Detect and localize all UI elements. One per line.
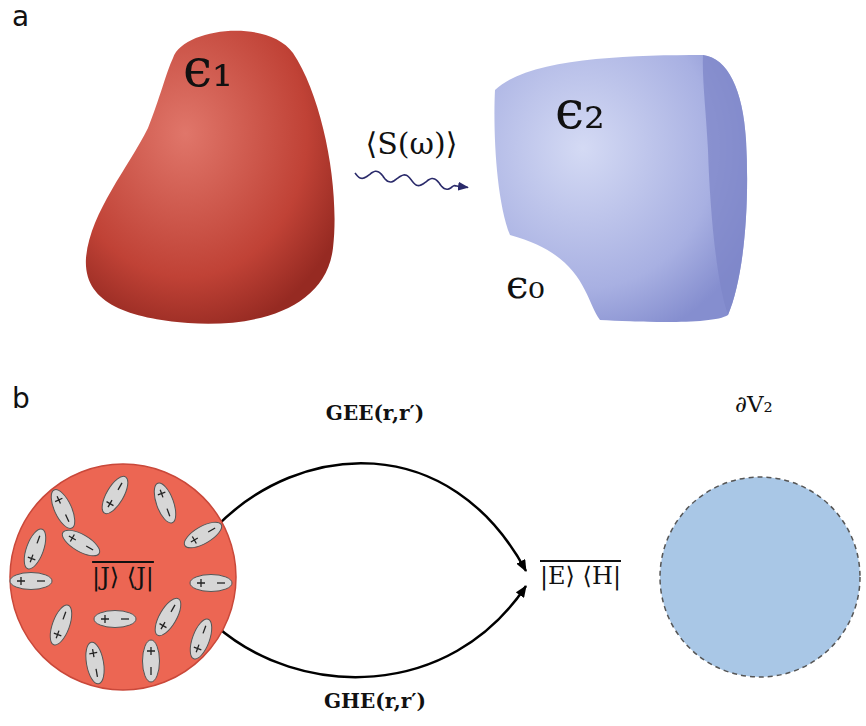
dipole <box>59 525 104 561</box>
dipole <box>181 517 226 553</box>
dipole <box>190 575 232 592</box>
blob-end-face <box>703 55 747 315</box>
dipole <box>143 640 160 682</box>
source-volume: |J⟩ ⟨J| <box>8 462 238 692</box>
node-outline <box>8 462 238 692</box>
dielectric-body: ϵ₂ <box>488 50 753 325</box>
wavy-arrow <box>355 171 468 189</box>
source-circle <box>10 464 236 690</box>
dipole <box>186 616 216 661</box>
target-circle <box>660 477 860 677</box>
node-text: ϵ₂ <box>555 82 605 139</box>
medium-symbol: ϵ₀ <box>506 262 544 306</box>
green-function-arrow <box>215 463 526 571</box>
panel-letter: b <box>12 384 30 415</box>
dipole <box>150 480 180 525</box>
node-outline <box>78 18 340 328</box>
node-text: ϵ₁ <box>183 40 233 97</box>
node-text: |J⟩ ⟨J| <box>92 564 154 590</box>
dipole <box>94 611 136 628</box>
dipole <box>150 595 186 640</box>
panel-letter: a <box>12 2 29 33</box>
green-function-label: GHE(r,r′) <box>324 690 426 712</box>
node-outline <box>488 50 753 325</box>
dipole <box>20 526 50 571</box>
dipole <box>97 473 133 518</box>
red-blob <box>86 31 335 324</box>
green-function-arrow <box>215 586 526 677</box>
green-function-label: GEE(r,r′) <box>326 402 424 424</box>
target-volume: ∂V₂ <box>655 392 865 682</box>
edge-label: ⟨S(ω)⟩ <box>366 127 458 160</box>
node-outline <box>655 392 865 682</box>
blue-blob <box>494 55 747 322</box>
field-correlation: |E⟩ ⟨H| <box>540 563 621 589</box>
dipole <box>46 602 76 647</box>
dipole <box>83 641 107 685</box>
dipole <box>46 486 79 531</box>
dipole <box>10 573 52 590</box>
dielectric-body: ϵ₁ <box>78 18 340 328</box>
node-text: ∂V₂ <box>735 392 773 417</box>
